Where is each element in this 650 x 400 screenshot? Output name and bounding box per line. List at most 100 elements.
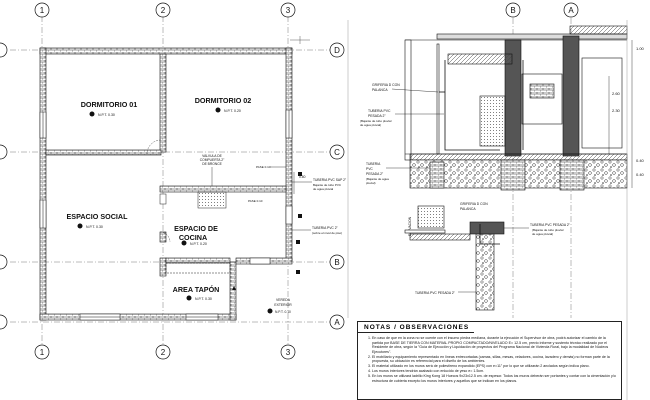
svg-text:VEREDA: VEREDA — [276, 298, 291, 302]
svg-text:(sobre el nivel de piso): (sobre el nivel de piso) — [312, 231, 342, 235]
svg-text:1.00: 1.00 — [636, 46, 645, 51]
detail-lower — [404, 205, 505, 311]
svg-text:2.30: 2.30 — [612, 108, 621, 113]
wall-dimension-ticks — [290, 36, 310, 44]
svg-text:0.40: 0.40 — [636, 172, 645, 177]
svg-text:PALANCA: PALANCA — [372, 88, 388, 92]
svg-text:0.40: 0.40 — [636, 158, 645, 163]
svg-text:N.P.T. 0.30: N.P.T. 0.30 — [98, 113, 115, 117]
section-walls — [447, 35, 623, 157]
plan-grid — [10, 16, 330, 345]
grid-bubble-row-d: D — [329, 42, 345, 58]
section-floor — [405, 153, 628, 191]
drain-marks — [232, 172, 302, 290]
detail-note-pvc-4: TUBERIA PVC PESADA 2" — [415, 291, 476, 295]
grid-bubble-col-3-bottom: 3 — [280, 344, 296, 360]
svg-text:B: B — [334, 258, 339, 267]
svg-text:GRIFERIA D CON: GRIFERIA D CON — [372, 83, 400, 87]
svg-text:AREA TAPÓN: AREA TAPÓN — [173, 285, 220, 294]
svg-text:C: C — [334, 148, 340, 157]
svg-text:Bajante de tubo PVC: Bajante de tubo PVC — [313, 183, 342, 187]
svg-text:PASE 0.10: PASE 0.10 — [248, 199, 263, 203]
svg-text:1: 1 — [40, 6, 45, 15]
svg-text:ELEVACION: ELEVACION — [408, 216, 412, 236]
svg-text:PASE 0.10: PASE 0.10 — [256, 165, 271, 169]
grid-bubble-col-2-bottom: 2 — [155, 344, 171, 360]
svg-text:PESADA 2": PESADA 2" — [366, 172, 384, 176]
grid-bubble-row-b: B — [329, 254, 345, 270]
svg-text:N.P.T. 0.10: N.P.T. 0.10 — [275, 310, 291, 314]
svg-text:COMPUERTA 2": COMPUERTA 2" — [200, 158, 225, 162]
svg-text:ESPACIO DE: ESPACIO DE — [174, 224, 218, 233]
room-dormitorio-02: DORMITORIO 02 N.P.T. 0.20 — [195, 96, 252, 113]
small-tag-a: PASE 0.10 — [256, 165, 286, 169]
note-item: En caso de que en la zona no se cuente c… — [372, 336, 617, 354]
svg-text:TUBERIA PVC PESADA 2": TUBERIA PVC PESADA 2" — [530, 223, 571, 227]
svg-text:PESADA 2": PESADA 2" — [368, 114, 386, 118]
svg-text:(Bajante de agua: (Bajante de agua — [366, 177, 389, 181]
section-note-pvc-pesada: TUBERIA PVC PESADA 2" (Bajante de tubo p… — [360, 109, 444, 127]
notes-list: En caso de que en la zona no se cuente c… — [358, 336, 621, 384]
svg-text:DE BRONCE: DE BRONCE — [202, 162, 222, 166]
svg-text:0.80: 0.80 — [299, 175, 306, 179]
grid-bubble-col-1: 1 — [34, 2, 50, 18]
section-note-griferia: GRIFERIA D CON PALANCA — [372, 83, 439, 93]
note-item: En los muros se utilizará ladrillo King … — [372, 374, 617, 383]
svg-text:D: D — [334, 46, 340, 55]
section-bubble-b: B — [505, 2, 521, 18]
svg-text:ESPACIO SOCIAL: ESPACIO SOCIAL — [67, 212, 129, 221]
kitchen-counter — [159, 191, 231, 274]
section-note-pvc-bajante: TUBERIA PVC PESADA 2" (Bajante de agua p… — [366, 162, 430, 185]
pipe-note-pvc-sap: TUBERIA PVC SAP 2" Bajante de tubo PVC d… — [292, 178, 347, 191]
grid-bubble-col-3: 3 — [280, 2, 296, 18]
svg-text:COCINA: COCINA — [179, 233, 207, 242]
svg-text:TUBERIA PVC: TUBERIA PVC — [368, 109, 391, 113]
section-bubble-a: A — [563, 2, 579, 18]
room-espacio-cocina: ESPACIO DE COCINA N.P.T. 0.20 — [174, 224, 218, 246]
svg-text:N.P.T. 0.20: N.P.T. 0.20 — [224, 109, 241, 113]
valve-note: VALVULA DE COMPUERTA 2" DE BRONCE — [200, 154, 225, 186]
pipe-note-pvc-2: TUBERIA PVC 2" (sobre el nivel de piso) — [292, 226, 342, 235]
svg-text:TUBERIA PVC PESADA 2": TUBERIA PVC PESADA 2" — [415, 291, 456, 295]
room-area-tapon: AREA TAPÓN N.P.T. 0.30 — [173, 285, 220, 301]
svg-text:VALVULA DE: VALVULA DE — [202, 154, 222, 158]
grid-bubble-col-2: 2 — [155, 2, 171, 18]
plan-walls — [39, 47, 293, 321]
room-espacio-social: ESPACIO SOCIAL N.P.T. 0.30 — [67, 212, 129, 229]
svg-text:N.P.T. 0.30: N.P.T. 0.30 — [195, 297, 212, 301]
note-item: Los muros interiores tendrán acabado con… — [372, 369, 617, 374]
svg-text:(Bajante de tubo pluvial: (Bajante de tubo pluvial — [532, 228, 564, 232]
svg-text:GRIFERIA D CON: GRIFERIA D CON — [460, 202, 488, 206]
grid-bubble-col-1-bottom: 1 — [34, 344, 50, 360]
note-item: El material utilizado en los muros será … — [372, 364, 617, 369]
grid-bubble-row-c: C — [329, 144, 345, 160]
svg-text:EXTERIOR: EXTERIOR — [274, 303, 292, 307]
svg-text:A: A — [568, 6, 574, 15]
section-elevation-label: ELEVACION — [408, 216, 412, 236]
svg-text:PVC: PVC — [366, 167, 373, 171]
note-item: El mobiliario y equipamiento representad… — [372, 355, 617, 364]
grid-bubble-left-stub — [0, 42, 8, 330]
svg-text:PALANCA: PALANCA — [460, 207, 476, 211]
sheet-frame — [347, 20, 628, 400]
svg-text:N.P.T. 0.30: N.P.T. 0.30 — [86, 225, 103, 229]
section-pipes — [439, 60, 524, 151]
svg-text:TUBERIA PVC 2": TUBERIA PVC 2" — [312, 226, 339, 230]
svg-text:B: B — [510, 6, 515, 15]
svg-text:2: 2 — [161, 6, 166, 15]
svg-text:1: 1 — [40, 348, 45, 357]
svg-text:DORMITORIO 02: DORMITORIO 02 — [195, 96, 252, 105]
svg-text:pluvial): pluvial) — [366, 181, 376, 185]
svg-text:2.60: 2.60 — [612, 91, 621, 96]
notes-title: NOTAS / OBSERVACIONES — [358, 322, 474, 333]
small-tag-b: PASE 0.10 — [248, 199, 263, 203]
grid-bubble-row-a: A — [329, 314, 345, 330]
detail-note-pvc-3: TUBERIA PVC PESADA 2" (Bajante de tubo p… — [504, 223, 571, 236]
vereda-exterior: VEREDA EXTERIOR N.P.T. 0.10 — [267, 298, 292, 314]
svg-text:TUBERIA: TUBERIA — [366, 162, 381, 166]
svg-text:3: 3 — [286, 348, 291, 357]
notes-panel: NOTAS / OBSERVACIONES En caso de que en … — [357, 321, 622, 400]
detail-note-griferia: GRIFERIA D CON PALANCA — [460, 202, 488, 211]
svg-text:DORMITORIO 01: DORMITORIO 01 — [81, 100, 138, 109]
